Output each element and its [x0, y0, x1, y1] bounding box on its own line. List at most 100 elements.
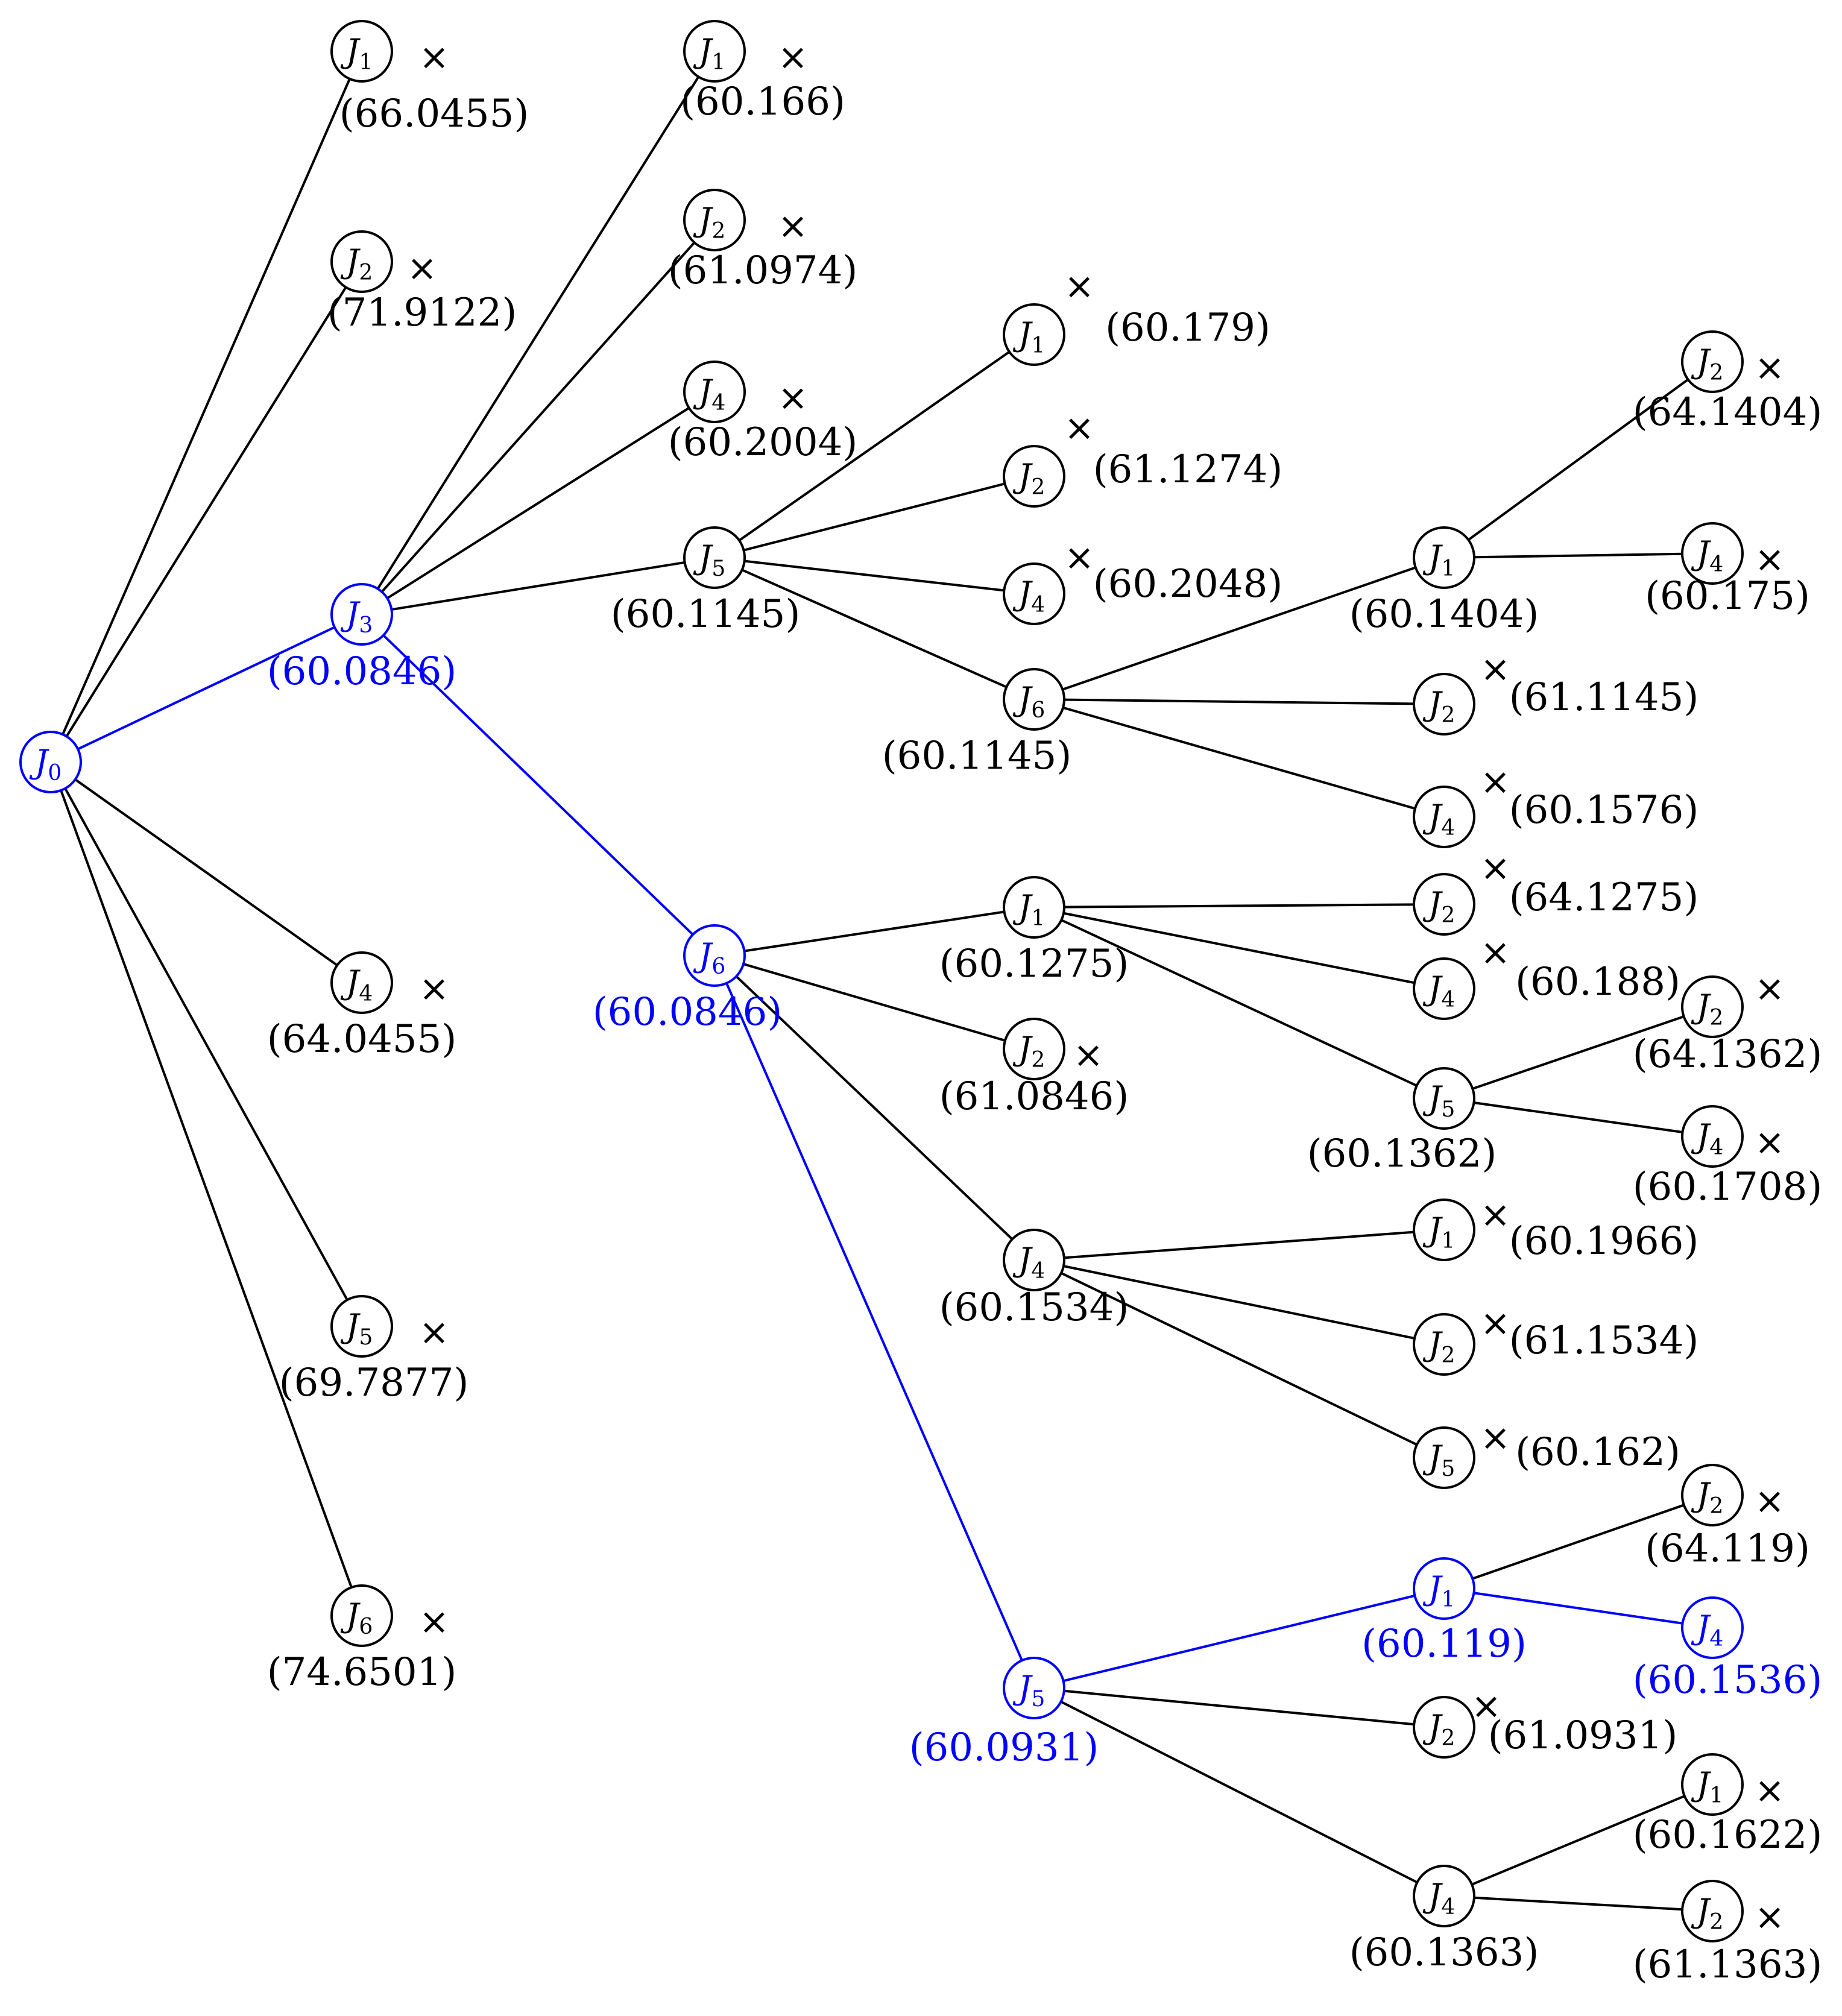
pruned-cross-icon: ×	[419, 36, 449, 78]
node-circle	[1413, 786, 1475, 848]
edge-g5-h4	[1474, 1101, 1683, 1133]
edge-a3-b2	[380, 241, 696, 593]
tree-node-b1: J1(60.166)×	[680, 20, 845, 124]
tree-node-d4: J4(60.1576)×	[1413, 761, 1698, 848]
node-circle	[1413, 1426, 1475, 1489]
node-value: (66.0455)	[339, 92, 529, 136]
edge-b6-f5	[725, 983, 1023, 1661]
edge-a3-b1	[376, 76, 700, 590]
node-circle	[330, 230, 393, 293]
pruned-cross-icon: ×	[1064, 265, 1094, 307]
edge-root-a4	[74, 778, 338, 966]
edge-c6-d4	[1062, 706, 1416, 810]
node-value: (64.1404)	[1633, 390, 1823, 435]
node-value: (60.1534)	[939, 1285, 1129, 1330]
node-value: (60.1275)	[939, 942, 1129, 986]
pruned-cross-icon: ×	[419, 968, 449, 1010]
tree-node-g5: J5(60.1362)	[1307, 1067, 1497, 1176]
node-circle	[1681, 330, 1744, 393]
tree-node-f5: J5(60.0931)	[909, 1657, 1099, 1770]
node-value: (60.119)	[1361, 1622, 1527, 1666]
node-circle	[1413, 1557, 1475, 1620]
pruned-cross-icon: ×	[1480, 931, 1510, 974]
tree-node-a1: J1(66.0455)×	[330, 20, 529, 136]
tree-node-b5: J5(60.1145)	[611, 526, 800, 637]
pruned-cross-icon: ×	[1064, 537, 1094, 579]
pruned-cross-icon: ×	[1480, 847, 1510, 889]
edge-f4-i2	[1063, 1265, 1415, 1340]
node-circle	[1413, 1313, 1475, 1376]
edge-root-a5	[64, 787, 349, 1301]
node-value: (64.0455)	[267, 1017, 457, 1062]
pruned-cross-icon: ×	[1755, 968, 1785, 1010]
node-value: (60.166)	[680, 80, 845, 124]
node-value: (69.7877)	[279, 1361, 469, 1405]
pruned-cross-icon: ×	[419, 1601, 449, 1643]
node-circle	[683, 924, 746, 987]
node-value: (60.2004)	[668, 420, 858, 465]
pruned-cross-icon: ×	[1755, 1480, 1785, 1522]
edge-b6-f4	[735, 975, 1014, 1240]
node-circle	[1413, 673, 1475, 736]
pruned-cross-icon: ×	[1755, 1121, 1785, 1164]
edge-f1-g5	[1061, 919, 1418, 1087]
node-value: (60.1363)	[1349, 1930, 1539, 1975]
node-value: (64.1362)	[1633, 1032, 1823, 1077]
tree-node-a5: J5(69.7877)×	[279, 1295, 469, 1405]
node-circle	[683, 361, 746, 423]
node-circle	[683, 526, 746, 589]
node-value: (60.179)	[1105, 306, 1270, 350]
pruned-cross-icon: ×	[1480, 1302, 1510, 1344]
tree-node-l2: J2(61.1363)×	[1633, 1880, 1823, 1987]
node-value: (64.1275)	[1509, 875, 1699, 920]
node-circle	[1681, 1753, 1744, 1816]
edge-f5-j4	[1060, 1700, 1418, 1884]
edge-b5-c1	[738, 350, 1011, 542]
pruned-cross-icon: ×	[407, 247, 437, 289]
edge-b5-c2	[743, 482, 1006, 552]
node-value: (60.1145)	[882, 734, 1072, 778]
tree-node-c1: J1(60.179)×	[1003, 265, 1270, 366]
node-value: (60.1536)	[1633, 1658, 1823, 1703]
node-circle	[330, 583, 393, 646]
tree-node-k4: J4(60.1536)	[1633, 1596, 1823, 1703]
pruned-cross-icon: ×	[1480, 761, 1510, 803]
node-value: (60.1404)	[1349, 592, 1539, 637]
node-value: (61.1363)	[1633, 1942, 1823, 1987]
tree-node-f1: J1(60.1275)	[939, 876, 1129, 986]
edge-a3-b6	[382, 634, 694, 936]
edge-j1-k2	[1472, 1504, 1685, 1580]
node-value: (60.1966)	[1509, 1219, 1699, 1264]
tree-node-f2: J2(61.0846)×	[939, 1018, 1129, 1119]
node-value: (61.1274)	[1093, 447, 1283, 492]
node-circle	[1413, 526, 1475, 589]
pruned-cross-icon: ×	[1480, 648, 1510, 690]
pruned-cross-icon: ×	[778, 36, 808, 78]
pruned-cross-icon: ×	[1480, 1194, 1510, 1236]
node-value: (60.1622)	[1633, 1813, 1823, 1857]
tree-node-c2: J2(61.1274)×	[1003, 407, 1283, 508]
edge-a3-b5	[391, 561, 685, 611]
node-value: (61.1145)	[1509, 675, 1699, 720]
node-circle	[1003, 562, 1065, 625]
tree-edges	[60, 76, 1689, 1911]
node-circle	[1413, 1696, 1475, 1759]
tree-nodes: J0J1(66.0455)×J2(71.9122)×J3(60.0846)J4(…	[19, 20, 1823, 1987]
tree-node-j2: J2(61.0931)×	[1413, 1685, 1677, 1759]
edge-g5-h2	[1472, 1015, 1685, 1090]
node-circle	[1003, 1657, 1065, 1719]
node-circle	[1681, 1105, 1744, 1168]
node-circle	[1681, 1596, 1744, 1659]
edge-root-a3	[77, 626, 335, 751]
tree-node-c4: J4(60.2048)×	[1003, 537, 1283, 625]
pruned-cross-icon: ×	[1755, 347, 1785, 389]
node-circle	[1681, 1464, 1744, 1526]
tree-node-l1: J1(60.1622)×	[1633, 1753, 1823, 1857]
node-circle	[1413, 1067, 1475, 1130]
edge-root-a6	[60, 790, 353, 1588]
edge-d1-e2	[1468, 378, 1689, 541]
edge-c6-d2	[1064, 698, 1415, 705]
node-circle	[1003, 876, 1065, 939]
edge-c6-d1	[1062, 566, 1416, 691]
node-value: (60.2048)	[1093, 562, 1283, 606]
